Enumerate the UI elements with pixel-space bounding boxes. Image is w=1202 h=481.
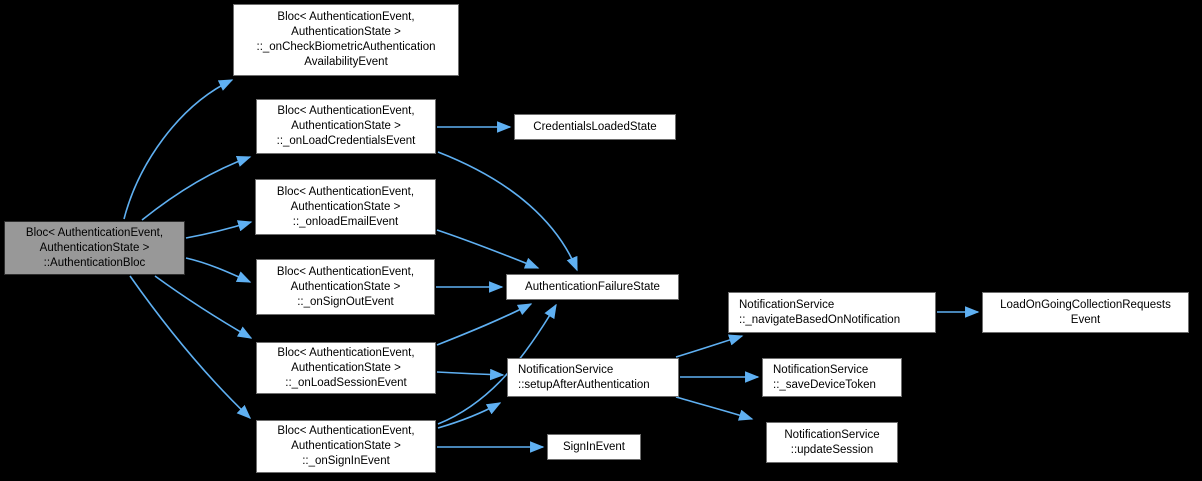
node-authentication-bloc[interactable]: Bloc< AuthenticationEvent, Authenticatio… [4, 221, 185, 275]
node-setup-after-authentication[interactable]: NotificationService ::setupAfterAuthenti… [507, 358, 679, 397]
edge-loademail-to-authfailure [436, 229, 540, 269]
node-update-session[interactable]: NotificationService ::updateSession [766, 422, 898, 463]
node-on-load-session-event[interactable]: Bloc< AuthenticationEvent, Authenticatio… [256, 342, 436, 394]
edge-setupafterauth-to-navigate [675, 334, 744, 358]
node-load-on-going-collection-requests-event[interactable]: LoadOnGoingCollectionRequests Event [982, 292, 1189, 333]
edge-signin-to-setupafterauth [437, 402, 502, 429]
edge-bloc-to-loademail [185, 220, 253, 239]
edge-bloc-to-loadsession [154, 275, 253, 339]
edge-loadcredentials-to-authfailure [437, 151, 578, 272]
edge-loadsession-to-authfailure [436, 303, 533, 346]
edge-setupafterauth-to-updatesession [675, 396, 754, 421]
node-on-sign-in-event[interactable]: Bloc< AuthenticationEvent, Authenticatio… [256, 420, 436, 473]
edge-bloc-to-loadcredentials [141, 155, 252, 221]
edge-bloc-to-signout [185, 257, 252, 283]
node-navigate-based-on-notification[interactable]: NotificationService ::_navigateBasedOnNo… [728, 292, 936, 333]
node-save-device-token[interactable]: NotificationService ::_saveDeviceToken [762, 358, 902, 397]
node-credentials-loaded-state[interactable]: CredentialsLoadedState [514, 114, 676, 140]
edge-loadsession-to-setupafterauth [436, 368, 505, 381]
node-on-load-credentials-event[interactable]: Bloc< AuthenticationEvent, Authenticatio… [256, 99, 436, 154]
node-on-sign-out-event[interactable]: Bloc< AuthenticationEvent, Authenticatio… [256, 259, 435, 315]
edge-bloc-to-checkbiometric [123, 79, 234, 220]
node-authentication-failure-state[interactable]: AuthenticationFailureState [506, 274, 679, 300]
node-sign-in-event[interactable]: SignInEvent [547, 434, 641, 460]
edge-bloc-to-signin [129, 275, 252, 419]
edge-signin-to-authfailure [437, 303, 557, 425]
node-onload-email-event[interactable]: Bloc< AuthenticationEvent, Authenticatio… [255, 179, 436, 235]
node-on-check-biometric-authentication-availability-event[interactable]: Bloc< AuthenticationEvent, Authenticatio… [233, 4, 459, 76]
